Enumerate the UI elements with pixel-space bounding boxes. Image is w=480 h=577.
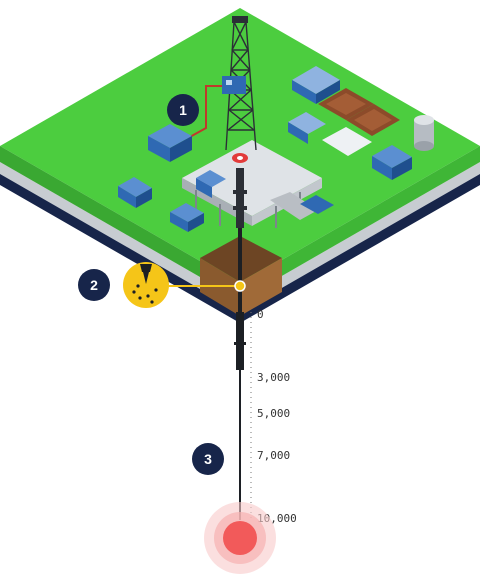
derrick-cabin: [222, 76, 246, 94]
bit-particle: [136, 284, 140, 288]
bit-particle: [146, 294, 150, 298]
mud-pit-liquid: [354, 109, 392, 131]
pump-unit: [118, 177, 152, 197]
platform-house-side: [196, 178, 212, 198]
mud-pump-side: [170, 212, 188, 232]
storage-tank-unit-side: [292, 80, 316, 104]
bit-particle: [154, 288, 158, 292]
callout-2-group: [123, 262, 246, 308]
storage-tank-unit-side: [316, 80, 340, 104]
mud-pit-liquid: [326, 93, 366, 115]
mud-pits: [318, 88, 400, 136]
right-pump-unit: [372, 145, 412, 168]
grass-edge-right: [240, 146, 480, 300]
crown-block: [232, 16, 248, 23]
pump-unit-side: [118, 186, 136, 208]
platform-ramp: [270, 192, 318, 220]
soil-right-face: [240, 258, 282, 316]
pump-unit-side: [136, 188, 152, 208]
generator-unit-side: [170, 136, 192, 162]
grass-edge-left: [0, 146, 240, 300]
drill-string-surface: [233, 168, 247, 312]
callout-badge-1: 1: [167, 94, 199, 126]
wellbore-casing-upper: [236, 312, 244, 370]
control-unit: [288, 112, 326, 134]
bit-particle: [132, 290, 136, 294]
rotary-table-center: [237, 156, 243, 160]
depth-label: 7,000: [257, 449, 290, 462]
target-zone: [204, 502, 276, 574]
depth-label: 0: [257, 308, 264, 321]
callout-1-number: 1: [179, 102, 187, 118]
right-pump-unit-side: [392, 157, 412, 180]
bit-particle: [138, 296, 142, 300]
depth-label: 3,000: [257, 371, 290, 384]
wellbore-joint: [234, 342, 246, 345]
drill-bit-badge: [123, 262, 169, 308]
bit-particle: [150, 300, 154, 304]
equipment-units: [118, 66, 412, 232]
ground-slab: [0, 8, 480, 323]
callout-2-number: 2: [90, 277, 98, 293]
generator-unit-side: [148, 136, 170, 162]
surface-bit-marker: [234, 280, 246, 292]
depth-label: 5,000: [257, 407, 290, 420]
platform-house: [196, 170, 226, 187]
pipe-rack-pad: [322, 127, 372, 156]
standpipe-line: [187, 85, 222, 139]
derrick-cabin-window: [226, 80, 232, 85]
mud-pump-side: [188, 213, 204, 232]
target-core: [223, 521, 257, 555]
callout-badge-3: 3: [192, 443, 224, 475]
callout-badge-2: 2: [78, 269, 110, 301]
wellbore: [234, 312, 246, 520]
storage-silo: [414, 115, 434, 151]
mud-pump: [170, 203, 204, 222]
supply-crates: [300, 195, 334, 214]
right-pump-unit-side: [372, 156, 392, 180]
callout-3-number: 3: [204, 451, 212, 467]
control-unit-side: [288, 122, 308, 144]
drill-bit-icon: [140, 264, 152, 284]
